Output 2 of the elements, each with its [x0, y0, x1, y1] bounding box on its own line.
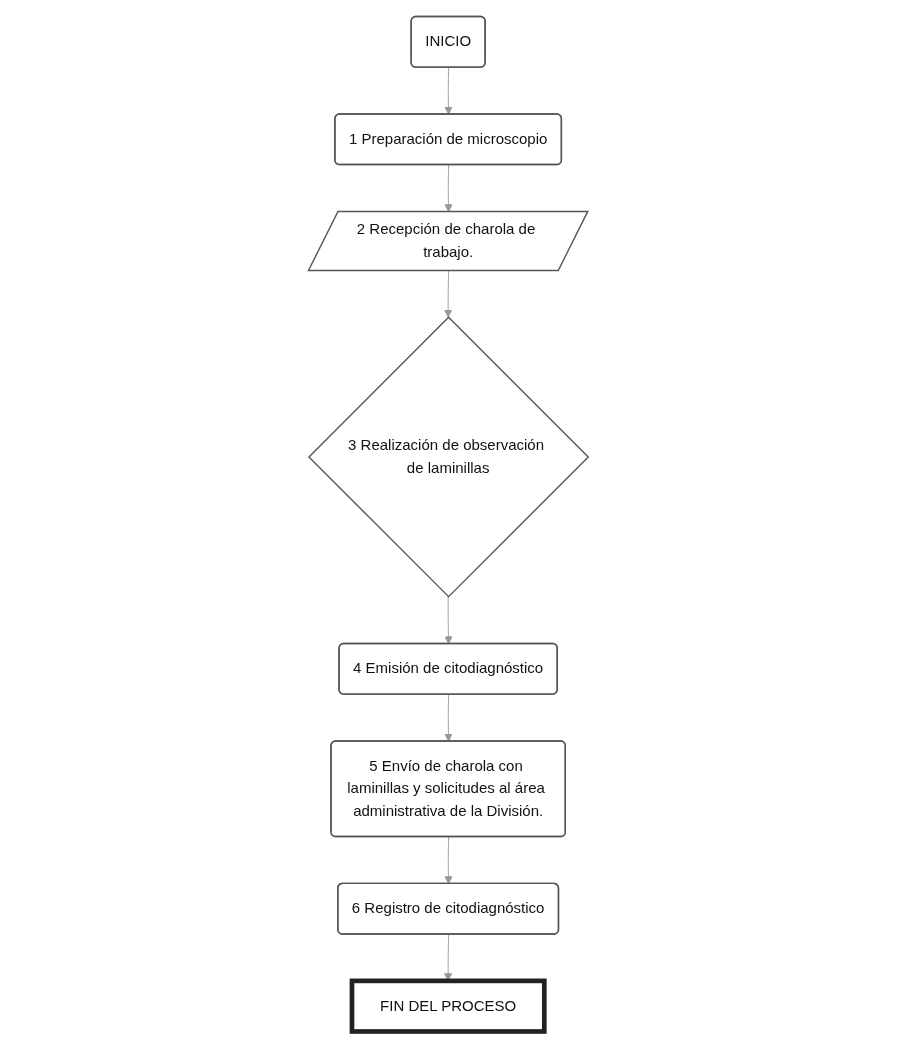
node-diamond: 3 Realización de observación de laminillas [308, 315, 590, 598]
node-box: FIN DEL PROCESO [349, 978, 547, 1034]
